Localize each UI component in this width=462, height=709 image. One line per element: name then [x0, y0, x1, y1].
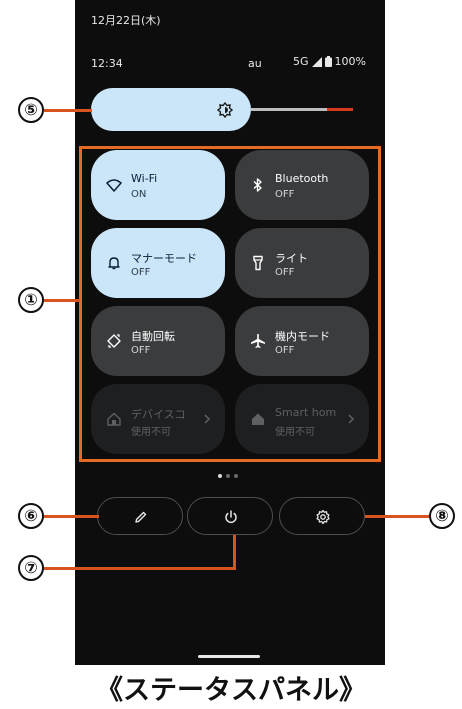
tile-manner-mode[interactable]: マナーモード OFF — [91, 228, 225, 298]
home-indicator[interactable] — [198, 655, 260, 658]
callout-number-5: ⑤ — [18, 97, 44, 123]
tile-title: 機内モード — [275, 330, 330, 343]
tile-flashlight[interactable]: ライト OFF — [235, 228, 369, 298]
callout-line-8 — [365, 515, 429, 518]
tile-title: Smart hom — [275, 406, 337, 419]
status-carrier: au — [248, 57, 262, 70]
callout-number-1: ① — [18, 287, 44, 313]
tile-status: 使用不可 — [275, 427, 315, 438]
bluetooth-icon — [253, 178, 262, 192]
callout-number-7: ⑦ — [18, 555, 44, 581]
tile-status: OFF — [275, 189, 295, 200]
tile-smart-home[interactable]: Smart hom 使用不可 — [235, 384, 369, 454]
status-panel-screen: 12月22日(木) 12:34 au 5G 100% Wi-Fi ON Blue… — [75, 0, 385, 665]
chevron-right-icon — [204, 414, 211, 424]
settings-button[interactable] — [279, 497, 365, 535]
status-time: 12:34 — [91, 57, 123, 70]
tile-device-controls[interactable]: デバイスコ 使用不可 — [91, 384, 225, 454]
brightness-track-end — [327, 108, 353, 111]
settings-icon — [316, 509, 330, 525]
tile-status: OFF — [275, 267, 295, 278]
home-icon — [107, 412, 121, 426]
tile-status: OFF — [131, 267, 151, 278]
signal-icon — [311, 56, 322, 67]
flashlight-icon — [253, 255, 263, 271]
tile-title: Bluetooth — [275, 172, 329, 185]
status-indicators: 5G 100% — [293, 55, 366, 68]
tile-status: OFF — [131, 345, 151, 356]
tile-title: ライト — [275, 252, 308, 265]
callout-line-1 — [44, 299, 80, 302]
callout-line-7-vertical — [233, 535, 236, 570]
wifi-icon — [106, 179, 122, 192]
page-dot — [234, 474, 238, 478]
brightness-track[interactable] — [251, 108, 327, 111]
chevron-right-icon — [348, 414, 355, 424]
edit-icon — [135, 511, 147, 523]
page-indicator — [218, 474, 238, 478]
tile-status: OFF — [275, 345, 295, 356]
page-dot — [226, 474, 230, 478]
airplane-icon — [251, 334, 265, 348]
tile-title: デバイスコ — [131, 408, 186, 421]
callout-line-6 — [44, 515, 99, 518]
brightness-icon — [217, 102, 233, 118]
tile-title: Wi-Fi — [131, 172, 158, 185]
bell-icon — [108, 257, 120, 270]
battery-icon — [324, 56, 332, 67]
callout-line-5 — [44, 109, 92, 112]
rotate-icon — [107, 334, 121, 348]
brightness-slider[interactable] — [91, 88, 251, 131]
status-date: 12月22日(木) — [91, 14, 161, 27]
tile-airplane-mode[interactable]: 機内モード OFF — [235, 306, 369, 376]
smart-home-icon — [252, 413, 264, 425]
tile-auto-rotate[interactable]: 自動回転 OFF — [91, 306, 225, 376]
tile-title: マナーモード — [131, 252, 197, 265]
power-icon — [225, 510, 237, 524]
callout-number-8: ⑧ — [429, 503, 455, 529]
callout-line-7-horizontal — [44, 567, 236, 570]
tile-wifi[interactable]: Wi-Fi ON — [91, 150, 225, 220]
tile-status: 使用不可 — [131, 427, 171, 438]
callout-number-6: ⑥ — [18, 503, 44, 529]
figure-caption: 《ステータスパネル》 — [96, 675, 366, 706]
battery-percent: 100% — [334, 55, 366, 68]
edit-button[interactable] — [97, 497, 183, 535]
callout-frame-tiles — [79, 146, 381, 462]
page-dot-active — [218, 474, 222, 478]
tile-title: 自動回転 — [131, 330, 175, 343]
power-button[interactable] — [187, 497, 273, 535]
network-type: 5G — [293, 55, 309, 68]
tile-bluetooth[interactable]: Bluetooth OFF — [235, 150, 369, 220]
tile-status: ON — [131, 189, 147, 200]
